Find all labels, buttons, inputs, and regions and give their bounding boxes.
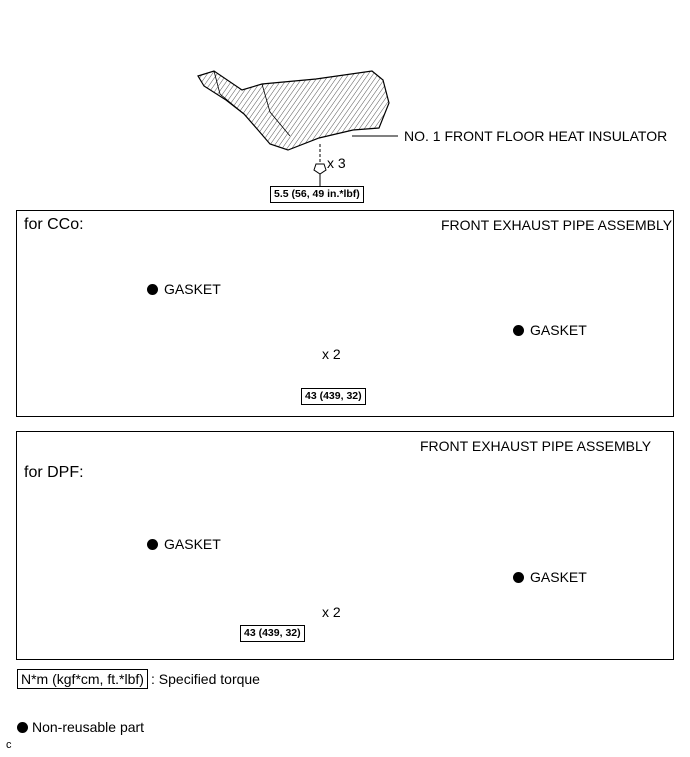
dpf-gasket-right-label: GASKET [513, 569, 587, 585]
legend-torque-desc: : Specified torque [151, 671, 260, 687]
panel-dpf [16, 431, 674, 660]
dpf-qty: x 2 [322, 604, 341, 620]
non-reusable-dot-icon [147, 539, 158, 550]
non-reusable-dot-icon [17, 722, 28, 733]
non-reusable-dot-icon [513, 325, 524, 336]
cco-qty: x 2 [322, 346, 341, 362]
dpf-torque-box: 43 (439, 32) [240, 625, 305, 642]
figure-code: c [6, 739, 12, 751]
panel-dpf-title: for DPF: [24, 464, 84, 481]
cco-gasket-right-label: GASKET [513, 322, 587, 338]
insulator-qty: x 3 [327, 155, 346, 171]
dpf-pipe-label: FRONT EXHAUST PIPE ASSEMBLY [420, 438, 652, 454]
panel-cco-title: for CCo: [24, 216, 84, 233]
cco-gasket-left-label: GASKET [147, 281, 221, 297]
non-reusable-dot-icon [513, 572, 524, 583]
insulator-nut-icon [313, 163, 327, 175]
insulator-label: NO. 1 FRONT FLOOR HEAT INSULATOR [404, 128, 668, 144]
panel-cco [16, 210, 674, 417]
dpf-gasket-left-label: GASKET [147, 536, 221, 552]
legend-torque-unit-box: N*m (kgf*cm, ft.*lbf) [17, 669, 148, 689]
insulator-torque-box: 5.5 (56, 49 in.*lbf) [270, 186, 364, 203]
cco-pipe-label: FRONT EXHAUST PIPE ASSEMBLY [441, 217, 673, 233]
legend-nonreusable: Non-reusable part [17, 719, 144, 735]
cco-torque-box: 43 (439, 32) [301, 388, 366, 405]
non-reusable-dot-icon [147, 284, 158, 295]
heat-insulator-illustration [197, 70, 390, 151]
